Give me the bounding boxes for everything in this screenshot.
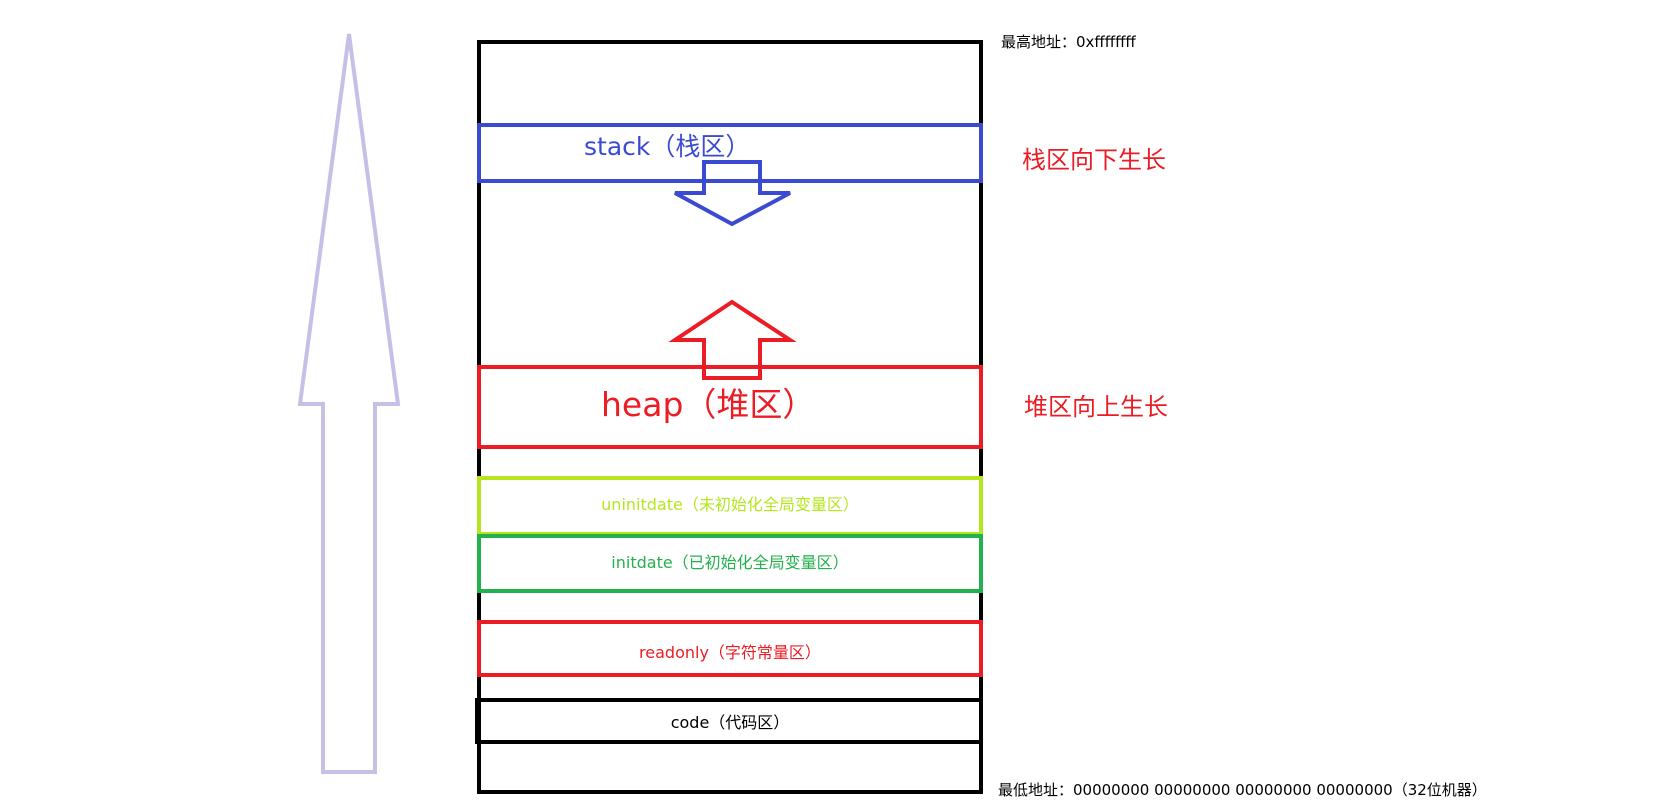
lowest-address-label: 最低地址：00000000 00000000 00000000 00000000… <box>998 781 1487 799</box>
init-data-segment <box>477 534 983 593</box>
code-segment-label: code（代码区） <box>670 713 790 732</box>
init-segment-label: initdate（已初始化全局变量区） <box>611 553 849 572</box>
heap-segment <box>477 365 983 449</box>
stack-down-arrow-icon <box>674 160 791 227</box>
stack-growth-note: 栈区向下生长 <box>1022 146 1166 174</box>
stack-segment-label: stack（栈区） <box>584 132 751 161</box>
address-growth-arrow-icon <box>297 33 401 774</box>
code-segment <box>475 698 983 744</box>
highest-address-label: 最高地址：0xffffffff <box>1001 33 1136 51</box>
heap-up-arrow-icon <box>668 299 797 380</box>
heap-growth-note: 堆区向上生长 <box>1024 393 1168 421</box>
uninit-segment-label: uninitdate（未初始化全局变量区） <box>601 495 859 514</box>
stack-segment <box>477 123 983 183</box>
readonly-segment-label: readonly（字符常量区） <box>639 643 821 662</box>
readonly-segment <box>477 620 983 677</box>
heap-segment-label: heap（堆区） <box>601 385 816 424</box>
